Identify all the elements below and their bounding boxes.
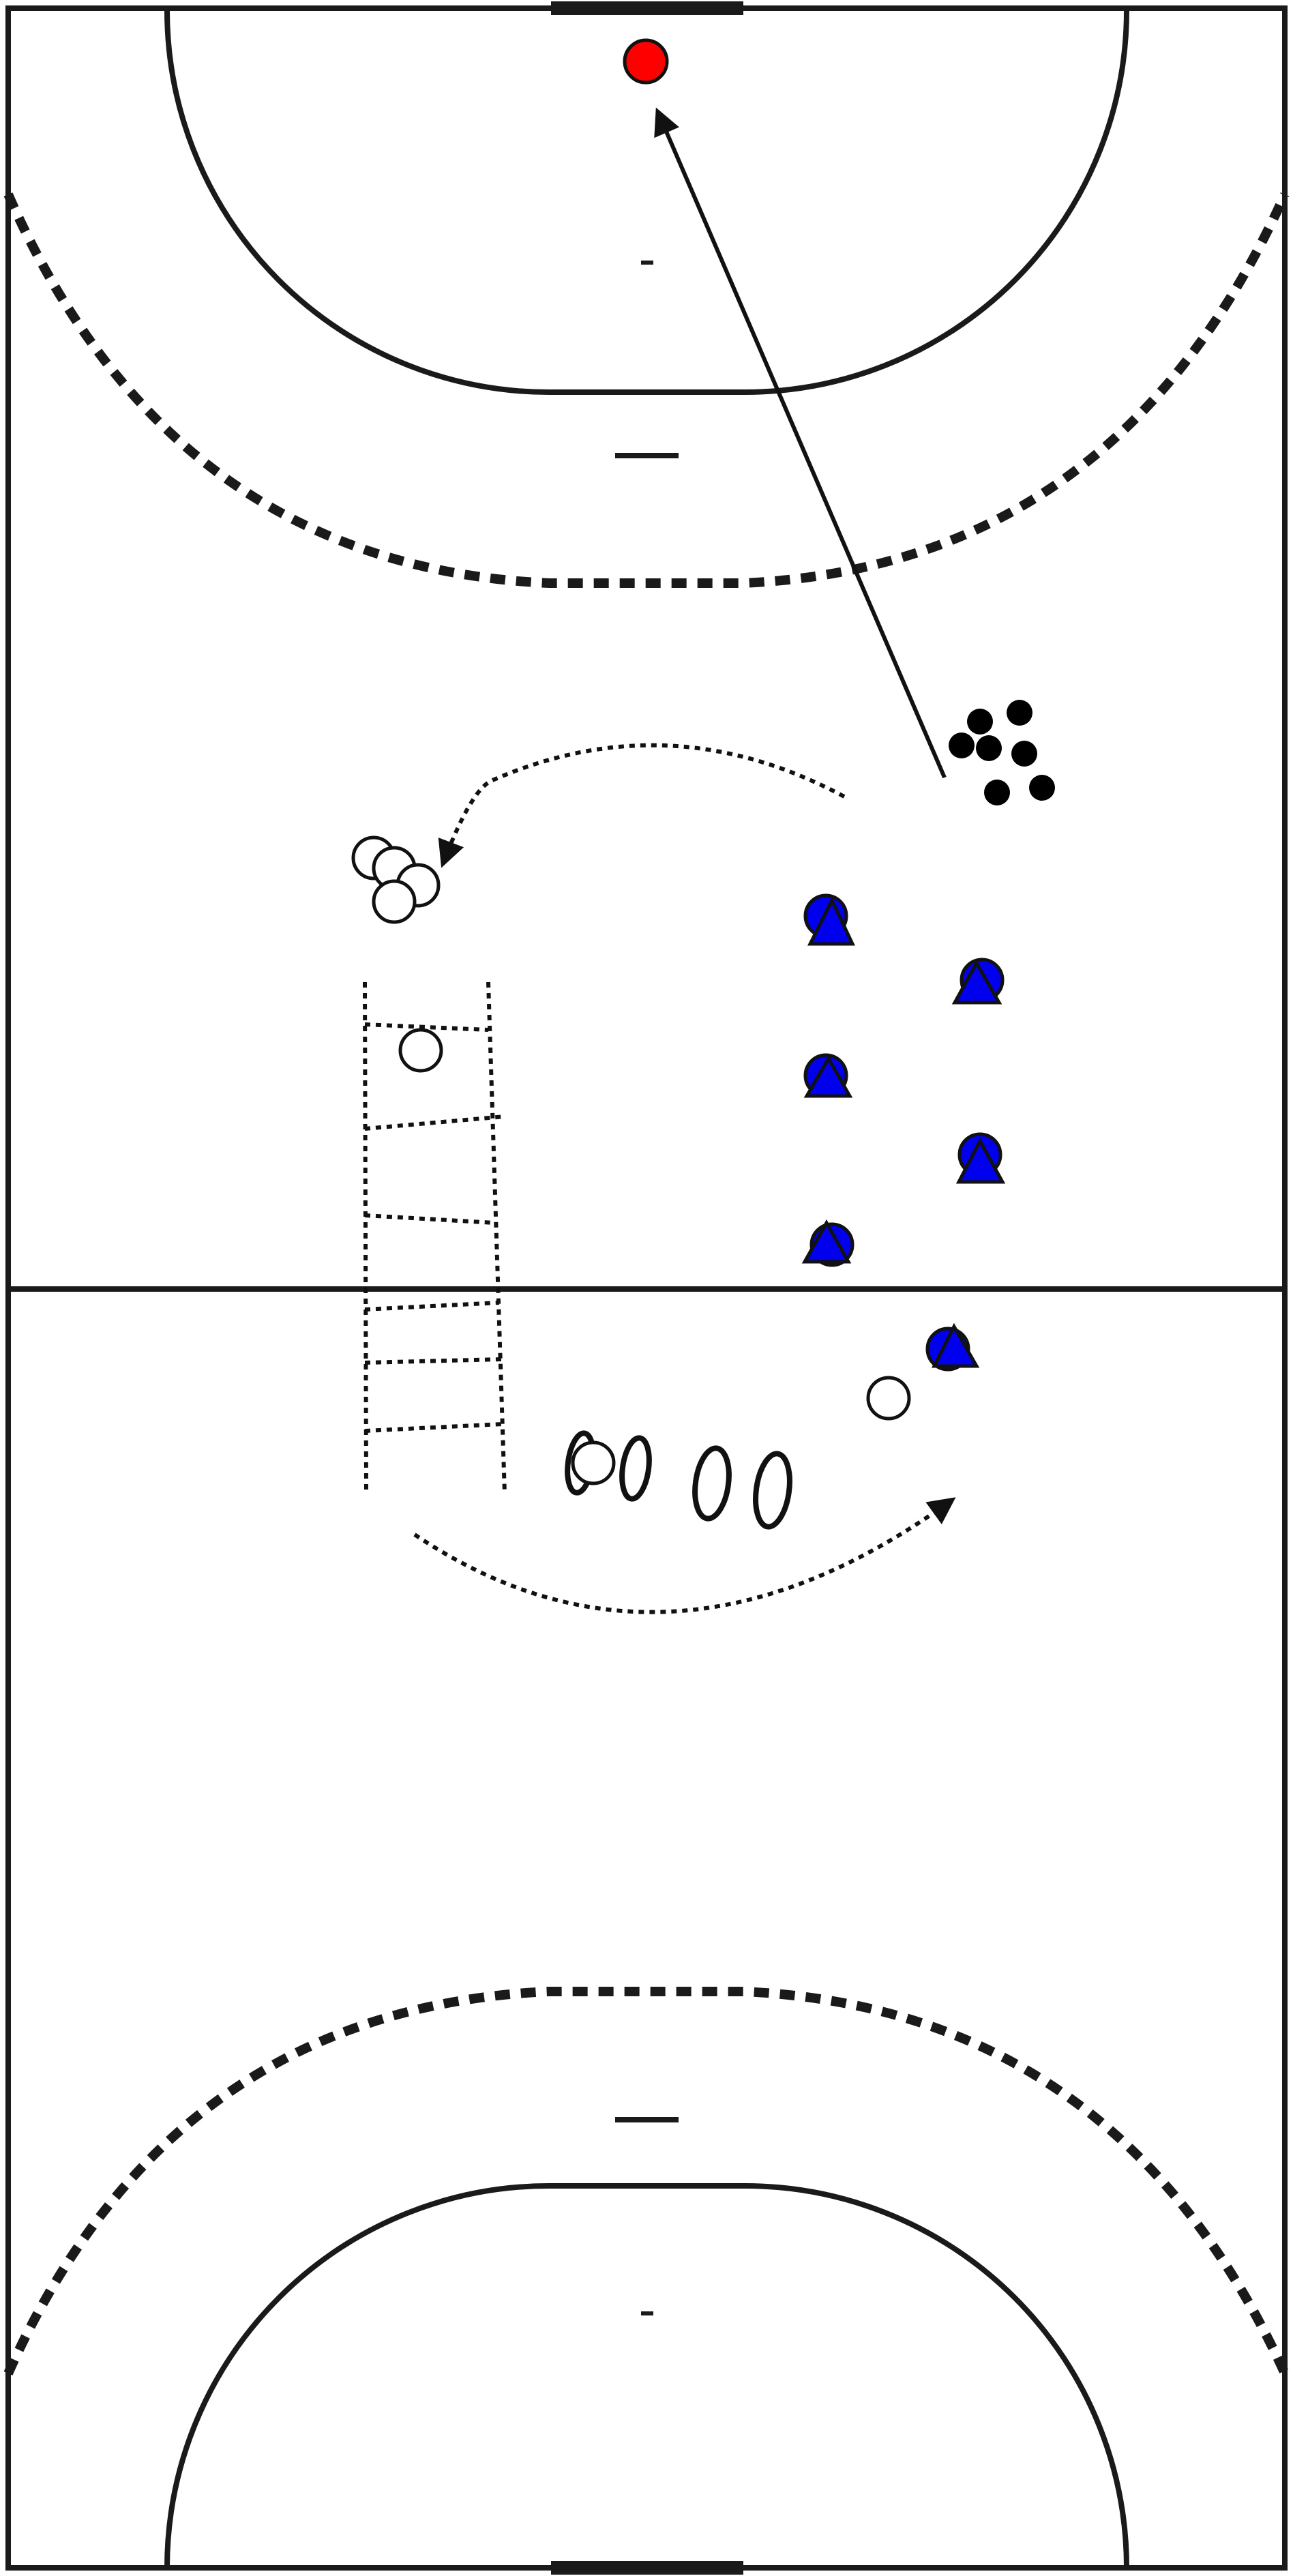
white-player xyxy=(372,879,417,924)
run-arc-to-queue xyxy=(413,1497,956,1614)
ball-pile xyxy=(949,700,1055,805)
top-free-throw-line xyxy=(3,192,1290,588)
waiting-players-group xyxy=(351,835,441,924)
ladder-rung xyxy=(364,1114,505,1131)
run-arc-to-waiting-group xyxy=(438,743,846,868)
hoop xyxy=(753,1451,792,1530)
ladder-rung xyxy=(364,1422,503,1433)
blue-player xyxy=(955,1132,1006,1184)
shot-to-goal-arrow xyxy=(654,107,947,779)
ball xyxy=(976,735,1002,761)
ball xyxy=(1029,775,1055,801)
blue-player xyxy=(951,958,1005,1005)
ball xyxy=(949,732,975,758)
white-player-at-hoops xyxy=(571,1440,616,1485)
ladder-rail-left xyxy=(363,981,368,1494)
bottom-free-throw-line xyxy=(3,1987,1290,2375)
blue-player xyxy=(803,893,855,946)
top-goal-area-line xyxy=(164,8,1130,396)
goalkeeper-player xyxy=(623,38,669,85)
blue-player xyxy=(803,1053,853,1098)
hoops xyxy=(565,1430,792,1530)
ladder-rung xyxy=(364,1357,502,1365)
blue-player xyxy=(801,1219,854,1267)
white-player-on-ladder xyxy=(398,1028,443,1073)
ladder-rung xyxy=(364,1301,500,1312)
hoop xyxy=(692,1445,732,1522)
blue-player xyxy=(925,1322,980,1372)
blue-players xyxy=(801,893,1006,1372)
bottom-goal-area-line xyxy=(164,2182,1129,2568)
hoop xyxy=(619,1435,652,1502)
ball xyxy=(967,709,993,735)
ladder-rung xyxy=(364,1022,489,1032)
ball xyxy=(1011,741,1037,767)
ball xyxy=(984,780,1010,805)
ladder-rail-right xyxy=(486,981,507,1494)
agility-ladder xyxy=(363,981,507,1494)
white-player xyxy=(866,1376,911,1421)
ball xyxy=(1007,700,1032,726)
